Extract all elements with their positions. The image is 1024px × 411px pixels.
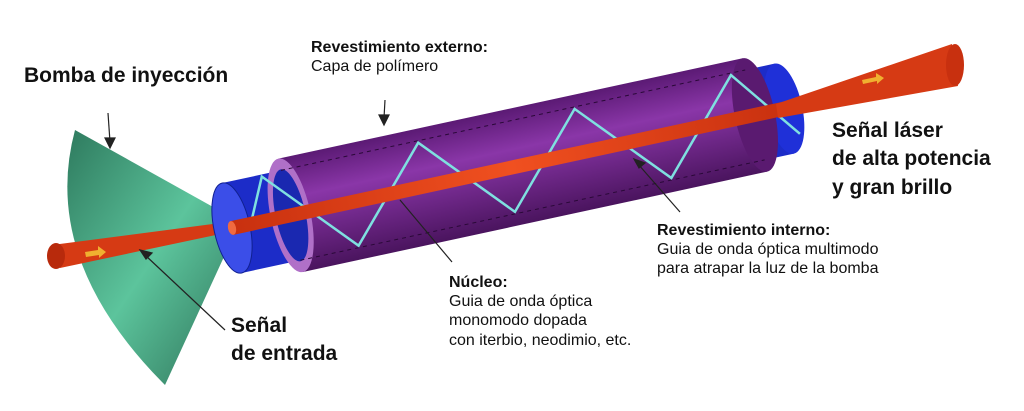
fiber — [211, 58, 805, 274]
core — [230, 100, 791, 235]
pump-ray — [242, 73, 801, 257]
core-label: Núcleo: Guia de onda óptica monomodo dop… — [449, 273, 631, 350]
arrow-icon — [862, 73, 884, 84]
outer-cladding-label: Revestimiento externo: Capa de polímero — [311, 38, 488, 76]
inner-cladding-line: Guia de onda óptica multimodo — [657, 241, 879, 259]
core-line: Guia de onda óptica — [449, 293, 593, 311]
inner-cladding-line: para atrapar la luz de la bomba — [657, 260, 879, 278]
outer-cladding-desc: Capa de polímero — [311, 58, 439, 76]
input-signal-beam — [47, 222, 230, 269]
arrow-icon — [85, 246, 106, 258]
output-signal-line: y gran brillo — [832, 175, 953, 199]
inner-cladding-title: Revestimiento interno: — [657, 222, 831, 239]
core-line: monomodo dopada — [449, 312, 587, 330]
input-signal-label: Señal de entrada — [231, 312, 337, 369]
output-signal-label: Señal láser de alta potencia y gran bril… — [832, 117, 991, 202]
output-signal-line: Señal láser — [832, 119, 943, 142]
input-signal-line1: Señal — [231, 314, 288, 337]
core-title: Núcleo: — [449, 274, 508, 291]
leader-lines — [104, 99, 681, 331]
input-signal-line2: de entrada — [231, 342, 338, 366]
output-signal-beam — [776, 44, 964, 118]
outer-cladding-title: Revestimiento externo: — [311, 39, 488, 56]
pump-label: Bomba de inyección — [24, 64, 229, 87]
pump-cone — [67, 130, 240, 385]
core-line: con iterbio, neodimio, etc. — [449, 331, 632, 349]
inner-cladding-label: Revestimiento interno: Guia de onda ópti… — [657, 221, 878, 279]
output-signal-line: de alta potencia — [832, 147, 991, 171]
